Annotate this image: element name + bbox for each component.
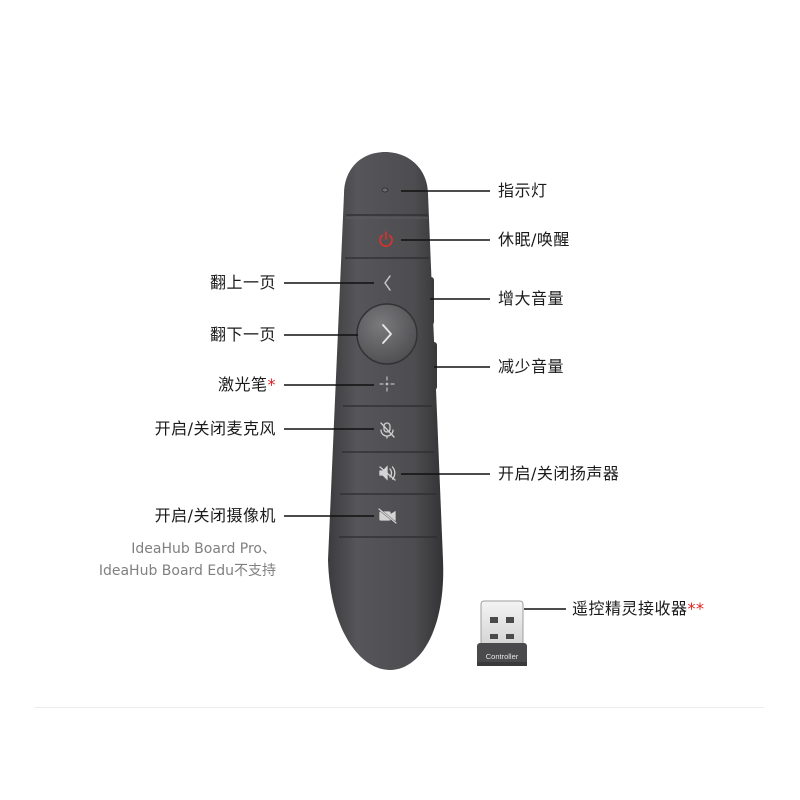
usb-receiver: Controller: [477, 600, 527, 666]
label-mic-toggle: 开启/关闭麦克风: [154, 419, 276, 438]
laser-footnote-mark: *: [267, 375, 276, 394]
leader-lines: [284, 190, 566, 610]
power-icon[interactable]: [379, 231, 393, 247]
receiver-label: Controller: [486, 652, 519, 661]
label-sleep-wake: 休眠/唤醒: [498, 230, 570, 249]
label-volume-up: 增大音量: [498, 289, 565, 308]
chevron-left-icon[interactable]: [384, 275, 391, 291]
mic-mute-icon[interactable]: [380, 422, 395, 439]
speaker-mute-icon[interactable]: [379, 465, 396, 481]
label-speaker-toggle: 开启/关闭扬声器: [498, 464, 620, 483]
compatibility-note: IdeaHub Board Pro、 IdeaHub Board Edu不支持: [99, 538, 276, 582]
camera-off-icon[interactable]: [378, 508, 397, 524]
note-line-2: IdeaHub Board Edu不支持: [98, 563, 276, 579]
note-line-1: IdeaHub Board Pro、: [131, 541, 276, 557]
label-receiver: 遥控精灵接收器**: [572, 599, 705, 618]
label-camera-toggle: 开启/关闭摄像机: [154, 506, 276, 525]
receiver-footnote-mark: **: [687, 599, 705, 618]
label-indicator: 指示灯: [498, 181, 548, 200]
laser-icon[interactable]: [379, 376, 395, 392]
label-page-up: 翻上一页: [209, 273, 276, 292]
key-separators: [339, 214, 437, 538]
label-laser: 激光笔*: [217, 375, 276, 394]
label-volume-down: 减少音量: [498, 357, 565, 376]
page-down-button[interactable]: [356, 303, 418, 365]
remote-body: [328, 152, 444, 670]
bottom-divider: [34, 707, 764, 708]
indicator-led-icon: [381, 187, 389, 193]
label-page-down: 翻下一页: [209, 325, 276, 344]
chevron-right-icon: [382, 324, 392, 344]
